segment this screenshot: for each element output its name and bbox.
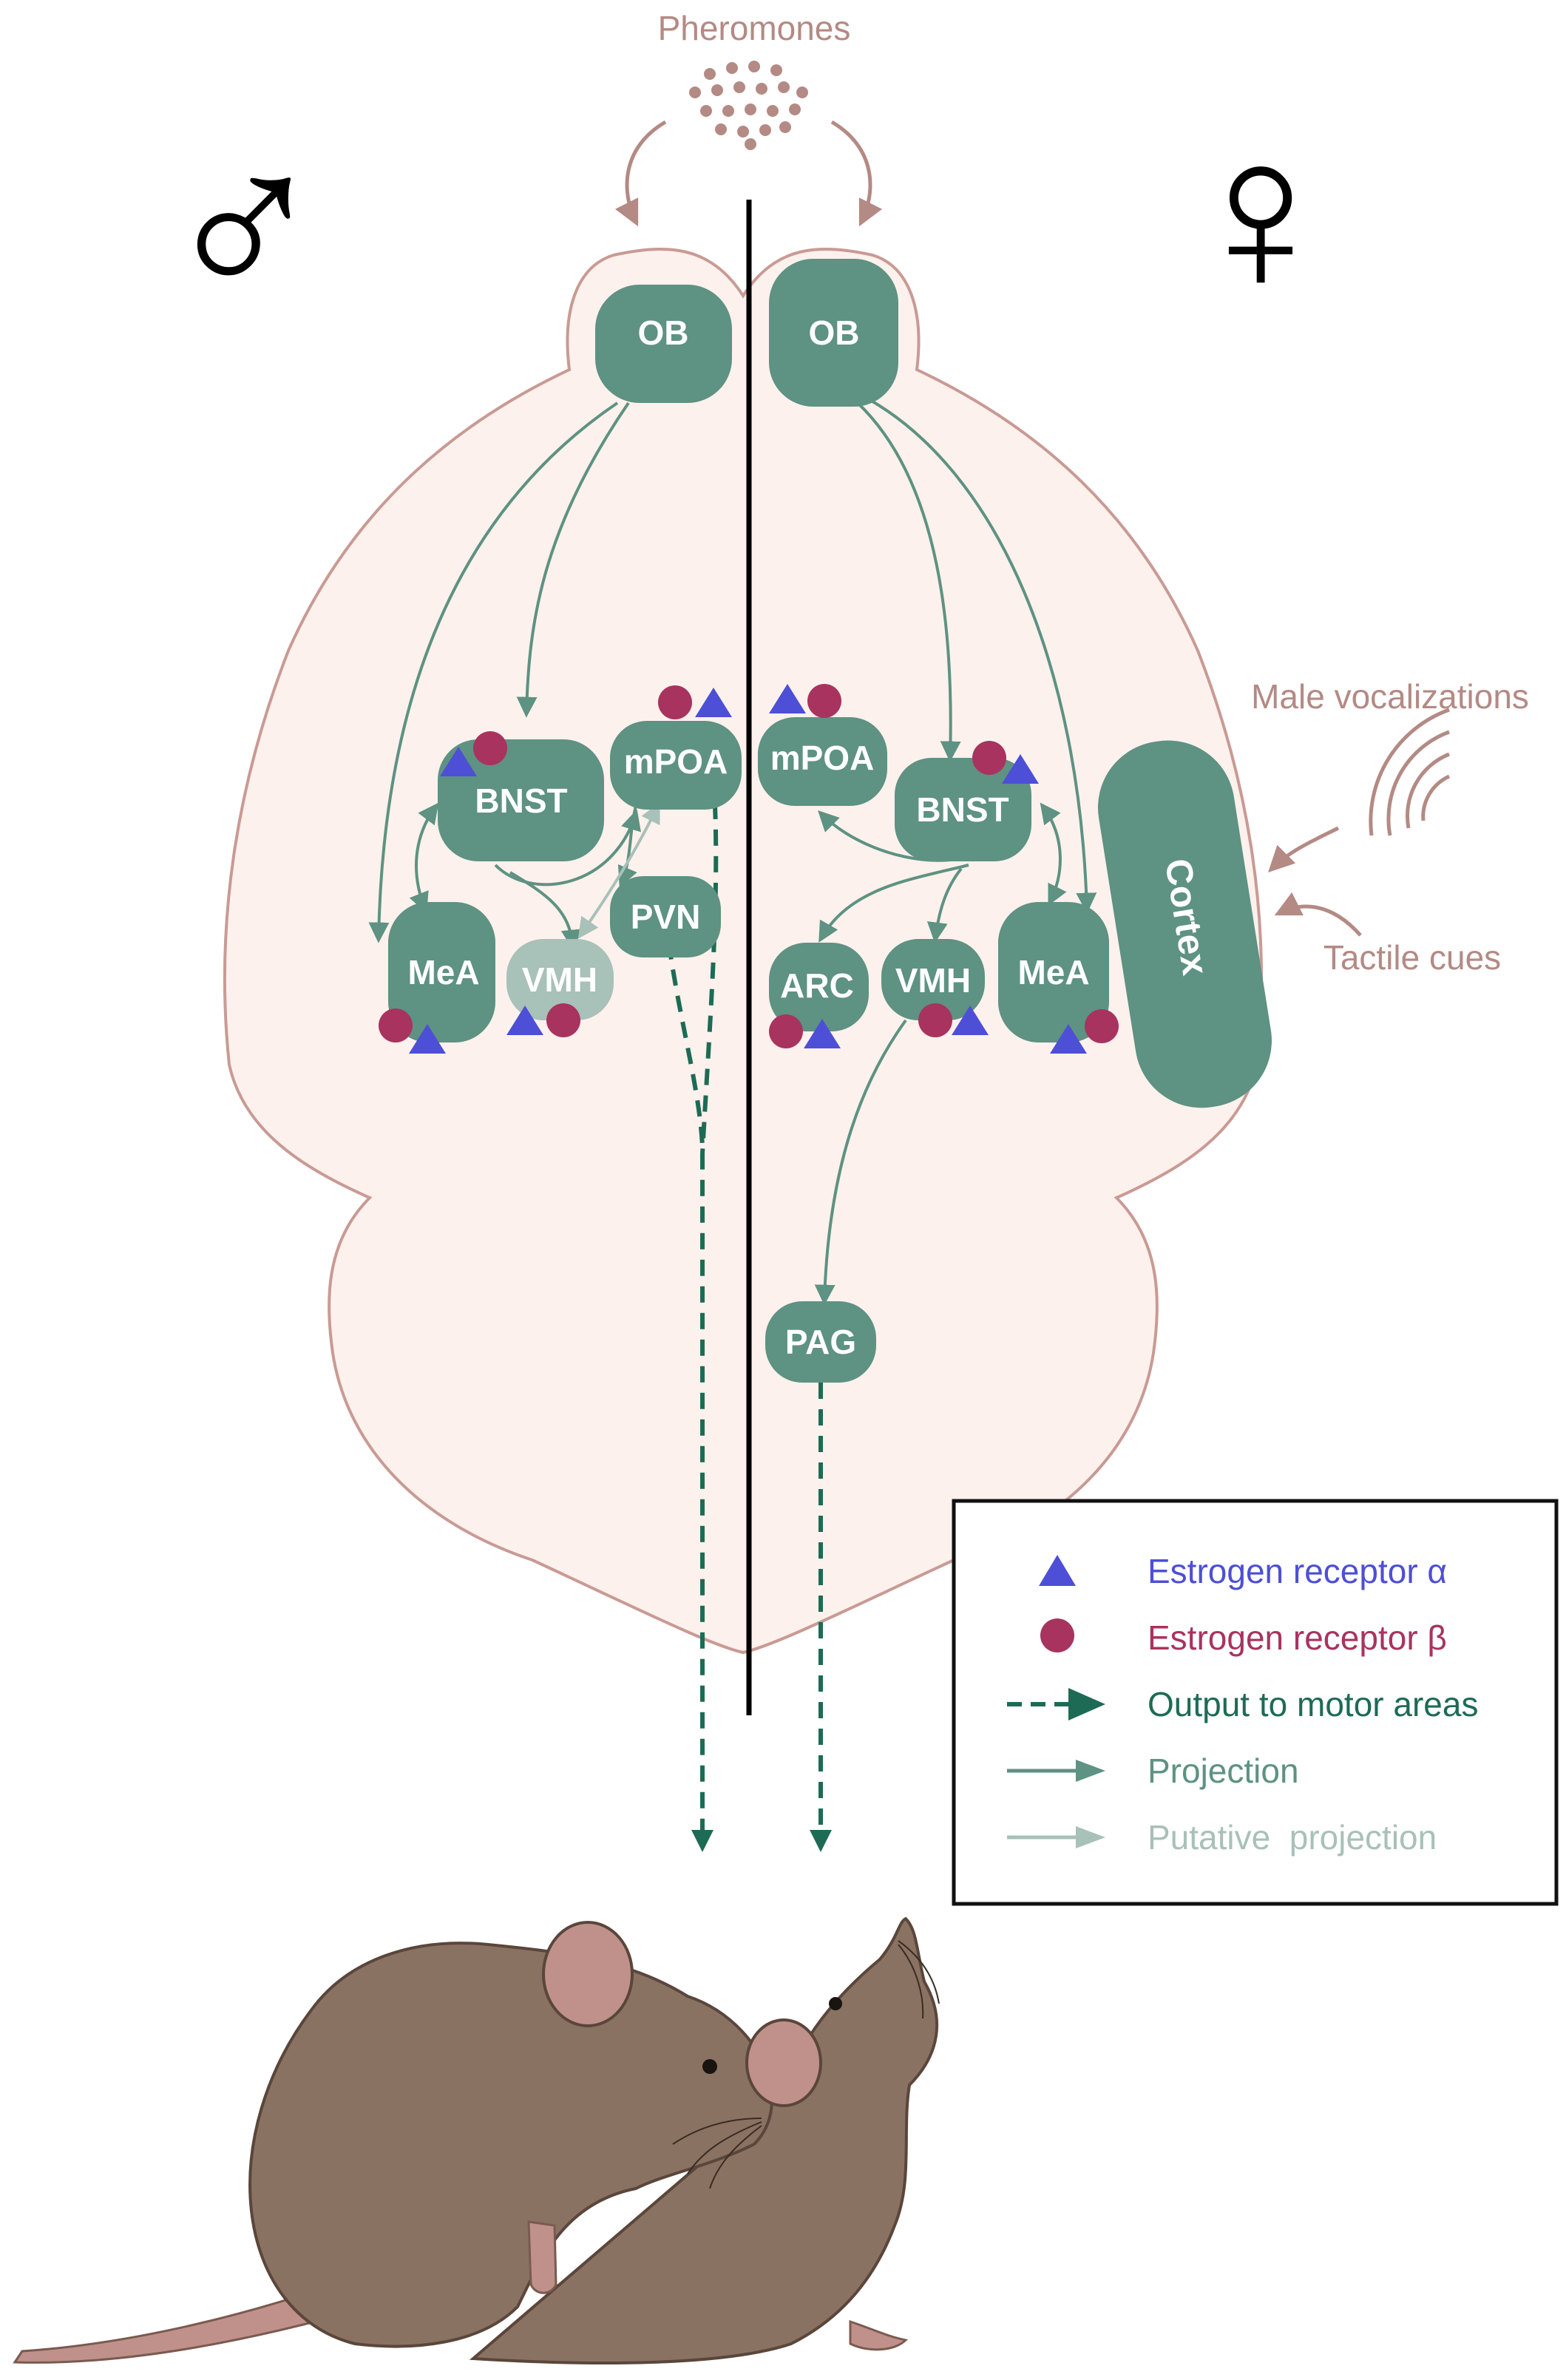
brain-outline [223, 248, 1264, 1655]
female-bnst-label: BNST [916, 790, 1009, 829]
legend: Estrogen receptor α Estrogen receptor β … [952, 1499, 1559, 1906]
legend-putative-label: Putative projection [1148, 1818, 1437, 1857]
female-cortex: Cortex [1097, 740, 1272, 1108]
vocalization-arrow [1268, 826, 1340, 872]
mouse-whiskers [672, 1940, 940, 2189]
female-mouse-body [469, 1916, 939, 2364]
legend-output-label: Output to motor areas [1148, 1685, 1478, 1723]
female-arc: ARC [769, 943, 869, 1031]
female-vmh: VMH [881, 939, 985, 1020]
female-mea-label: MeA [1017, 953, 1089, 991]
male-vocalizations-label: Male vocalizations [1251, 677, 1529, 716]
tactile-cues-label: Tactile cues [1323, 938, 1501, 977]
male-ob: OB [595, 285, 732, 403]
pheromones-label: Pheromones [658, 9, 851, 47]
female-vmh-label: VMH [895, 961, 971, 1000]
female-pag: PAG [765, 1301, 876, 1383]
pheromone-arrow-male [614, 120, 667, 227]
female-mouse-ear [745, 2018, 822, 2107]
female-symbol: ♀ [1178, 90, 1344, 339]
female-ob: OB [769, 259, 898, 407]
female-mpoa: mPOA [758, 717, 887, 806]
male-ob-label: OB [638, 313, 689, 352]
male-mpoa: mPOA [610, 721, 742, 810]
male-mouse-eye [702, 2059, 717, 2074]
legend-er-alpha-icon [1039, 1555, 1076, 1586]
tactile-arrow [1274, 892, 1362, 937]
male-symbol: ♂ [161, 101, 328, 350]
male-mouse-ear [542, 1921, 634, 2027]
male-bnst: BNST [438, 739, 604, 861]
female-bnst: BNST [895, 758, 1031, 861]
sound-waves-icon [1369, 708, 1451, 836]
male-mpoa-label: mPOA [624, 742, 728, 781]
legend-output-icon [1007, 1688, 1105, 1720]
pheromone-arrow-female [830, 120, 883, 227]
legend-putative-icon [1007, 1826, 1105, 1848]
male-motor-output-branch [700, 776, 719, 1154]
male-mouse-foot [527, 2220, 557, 2294]
pheromone-dots [689, 61, 808, 150]
legend-er-alpha-label: Estrogen receptor α [1148, 1552, 1447, 1590]
female-pag-label: PAG [785, 1323, 856, 1361]
male-projections [368, 401, 641, 951]
male-vmh-label: VMH [522, 960, 597, 999]
male-bnst-label: BNST [475, 782, 567, 820]
er-alpha-markers [409, 684, 1087, 1054]
er-beta-markers [379, 684, 1119, 1048]
mice-illustration [13, 1916, 940, 2364]
legend-projection-label: Projection [1148, 1752, 1299, 1790]
male-pvn-label: PVN [631, 898, 701, 936]
male-mea: MeA [388, 902, 495, 1042]
female-arc-label: ARC [780, 966, 854, 1005]
male-mea-label: MeA [407, 953, 479, 991]
male-putative-projection [577, 801, 660, 939]
legend-projection-icon [1007, 1760, 1105, 1782]
legend-er-beta-icon [1040, 1618, 1074, 1652]
female-mouse-eye [829, 1997, 842, 2010]
female-mpoa-label: mPOA [770, 739, 875, 777]
female-mea: MeA [998, 902, 1109, 1042]
legend-er-beta-label: Estrogen receptor β [1148, 1618, 1447, 1657]
female-ob-label: OB [809, 313, 860, 352]
male-vmh: VMH [506, 939, 614, 1020]
male-pvn: PVN [610, 876, 721, 957]
female-mouse-foot [849, 2319, 909, 2351]
